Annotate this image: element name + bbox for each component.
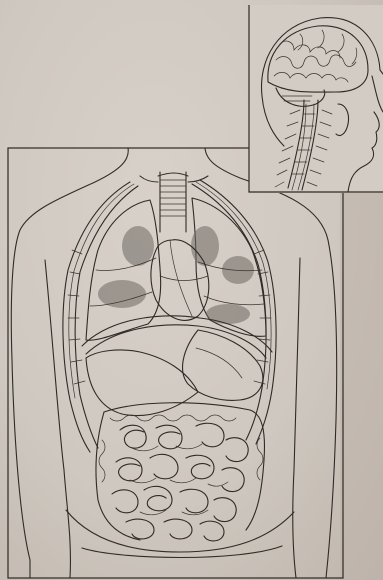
liver <box>86 350 198 416</box>
head-panel-bg <box>249 5 383 193</box>
diaphragm <box>82 316 272 358</box>
lung-left <box>86 200 161 340</box>
head-panel <box>249 5 383 193</box>
torso-outline <box>11 148 336 578</box>
page-shadow <box>340 190 383 580</box>
pelvis-outline <box>66 510 294 558</box>
small-intestine <box>112 423 248 541</box>
torso-panel <box>8 148 343 578</box>
stomach <box>183 330 263 400</box>
arm-line-left <box>45 260 70 578</box>
arm-line-right <box>293 258 300 578</box>
lung-right <box>191 198 266 336</box>
